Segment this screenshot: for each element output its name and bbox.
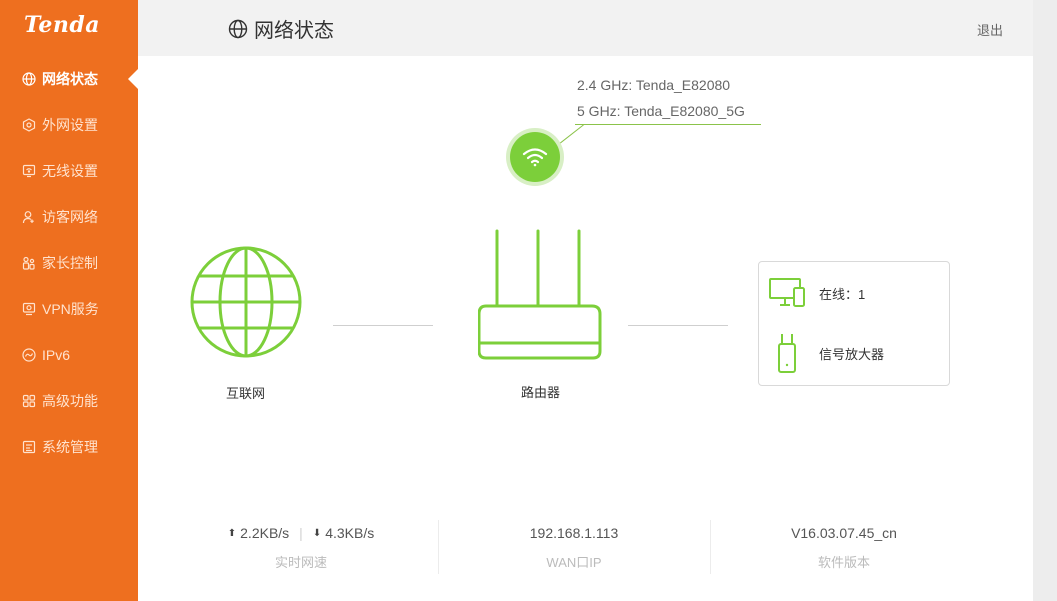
main-panel: 2.4 GHz: Tenda_E82080 5 GHz: Tenda_E8208… [138,56,1033,601]
vpn-icon [22,302,36,316]
wan-ip-value: 192.168.1.113 [529,525,619,541]
connector-line-right [628,325,728,326]
internet-label: 互联网 [226,386,266,401]
globe-icon [228,19,248,38]
router-icon [477,229,602,360]
devices-icon [769,278,805,307]
upload-speed: 2.2KB/s [240,525,290,541]
grid-icon [22,394,36,408]
tenda-logo: Tenda [24,12,100,38]
sidebar-item-ipv6[interactable]: IPv6 [0,332,138,378]
sidebar-item-label: 外网设置 [42,117,98,133]
stat-wan-ip: 192.168.1.113 WAN口IP [424,522,724,571]
sidebar-item-guest-network[interactable]: 访客网络 [0,194,138,240]
sidebar-item-label: 网络状态 [42,71,98,87]
sidebar-item-label: 无线设置 [42,163,98,179]
globe-icon [22,72,36,86]
extender-row[interactable]: 信号放大器 [769,332,884,374]
sidebar-item-label: IPv6 [42,347,71,363]
speed-separator: | [299,525,303,541]
sidebar-item-advanced[interactable]: 高级功能 [0,378,138,424]
stat-divider [710,520,711,574]
sidebar-item-wan-settings[interactable]: 外网设置 [0,102,138,148]
download-arrow-icon: ⬇ [312,527,322,539]
sidebar-item-label: 高级功能 [42,393,98,409]
sidebar-item-vpn[interactable]: VPN服务 [0,286,138,332]
ssid-info: 2.4 GHz: Tenda_E82080 5 GHz: Tenda_E8208… [577,72,745,124]
hexagon-icon [22,118,36,132]
online-devices-row[interactable]: 在线：1 [769,278,865,308]
stat-speed: ⬆ 2.2KB/s | ⬇ 4.3KB/s 实时网速 [151,522,451,571]
system-icon [22,440,36,454]
ssid-24ghz: 2.4 GHz: Tenda_E82080 [577,77,731,93]
sidebar-item-wireless-settings[interactable]: 无线设置 [0,148,138,194]
signal-extender-icon [778,334,796,373]
client-devices-box: 在线：1 信号放大器 [758,261,950,386]
ipv6-icon [22,348,36,362]
ssid-underline [575,124,761,125]
sidebar-nav: 网络状态 外网设置 无线设置 访客网络 家长控制 [0,56,138,470]
upload-arrow-icon: ⬆ [227,527,237,539]
sidebar-item-network-status[interactable]: 网络状态 [0,56,138,102]
sidebar-item-label: 系统管理 [42,439,98,455]
version-value: V16.03.07.45_cn [791,525,897,541]
ssid-connector-line [556,124,585,146]
sidebar: Tenda 网络状态 外网设置 无线设置 访客网络 [0,0,138,601]
page-scrollbar[interactable] [1033,0,1057,601]
sidebar-item-label: VPN服务 [42,301,99,317]
router-device[interactable] [477,226,603,366]
guest-user-icon [22,210,36,224]
speed-label: 实时网速 [274,555,327,570]
speed-values: ⬆ 2.2KB/s | ⬇ 4.3KB/s [151,522,451,544]
page-title-text: 网络状态 [254,20,334,42]
header: 网络状态 退出 [138,0,1033,56]
version-label: 软件版本 [817,555,870,570]
wireless-screen-icon [22,164,36,178]
wifi-badge[interactable] [510,132,560,182]
download-speed: 4.3KB/s [325,525,375,541]
page-title: 网络状态 [228,14,334,43]
internet-globe[interactable] [188,244,304,365]
wifi-icon [522,148,548,167]
family-icon [22,256,36,270]
extender-label: 信号放大器 [819,346,885,362]
sidebar-item-label: 家长控制 [42,255,98,271]
router-label: 路由器 [521,385,561,400]
stat-version: V16.03.07.45_cn 软件版本 [694,522,994,571]
sidebar-item-parental-control[interactable]: 家长控制 [0,240,138,286]
wan-ip-label: WAN口IP [546,555,602,570]
sidebar-item-label: 访客网络 [42,209,98,225]
online-count: 在线：1 [819,286,866,302]
sidebar-item-system[interactable]: 系统管理 [0,424,138,470]
stat-divider [438,520,439,574]
globe-icon [190,246,302,358]
ssid-5ghz: 5 GHz: Tenda_E82080_5G [577,103,745,119]
connector-line-left [333,325,433,326]
logout-link[interactable]: 退出 [976,23,1003,38]
